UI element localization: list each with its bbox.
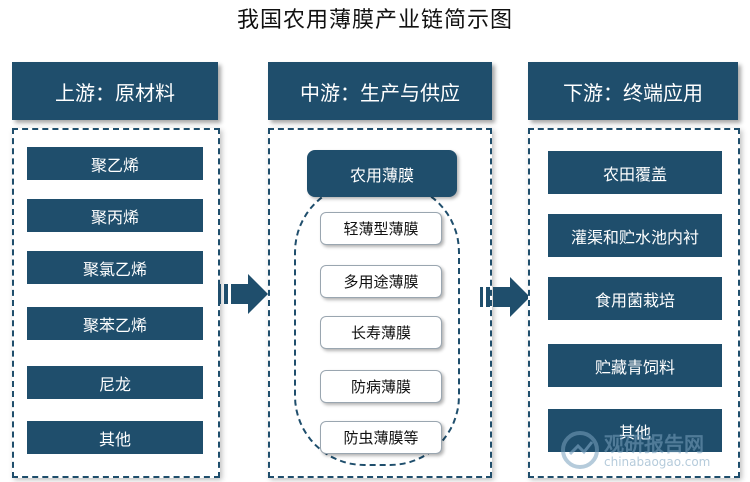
downstream-item: 其他 xyxy=(548,409,722,452)
downstream-item: 农田覆盖 xyxy=(548,151,722,194)
upstream-item: 聚苯乙烯 xyxy=(27,307,203,340)
watermark-url: chinabaogao.com xyxy=(604,455,711,469)
downstream-item: 贮藏青饲料 xyxy=(548,344,722,387)
midstream-item: 长寿薄膜 xyxy=(320,316,442,349)
diagram-title: 我国农用薄膜产业链简示图 xyxy=(236,8,513,33)
midstream-category: 农用薄膜 xyxy=(307,150,457,197)
upstream-item: 其他 xyxy=(27,421,203,454)
midstream-item: 轻薄型薄膜 xyxy=(320,212,442,245)
upstream-item: 聚氯乙烯 xyxy=(27,251,203,284)
upstream-panel xyxy=(12,128,220,478)
flow-arrow-icon xyxy=(480,277,530,317)
midstream-item: 防虫薄膜等 xyxy=(320,421,442,454)
upstream-item: 尼龙 xyxy=(27,366,203,399)
midstream-header: 中游：生产与供应 xyxy=(268,62,492,120)
downstream-item: 食用菌栽培 xyxy=(548,277,722,320)
watermark-logo-icon xyxy=(561,431,599,469)
upstream-item: 聚乙烯 xyxy=(27,147,203,180)
upstream-item: 聚丙烯 xyxy=(27,199,203,232)
watermark-name: 观研报告网 xyxy=(604,432,704,456)
downstream-header: 下游：终端应用 xyxy=(528,62,738,120)
flow-arrow-icon xyxy=(218,274,268,314)
downstream-item: 灌渠和贮水池内衬 xyxy=(548,214,722,257)
upstream-header: 上游：原材料 xyxy=(12,62,218,120)
midstream-item: 防病薄膜 xyxy=(320,370,442,403)
midstream-item: 多用途薄膜 xyxy=(320,265,442,298)
